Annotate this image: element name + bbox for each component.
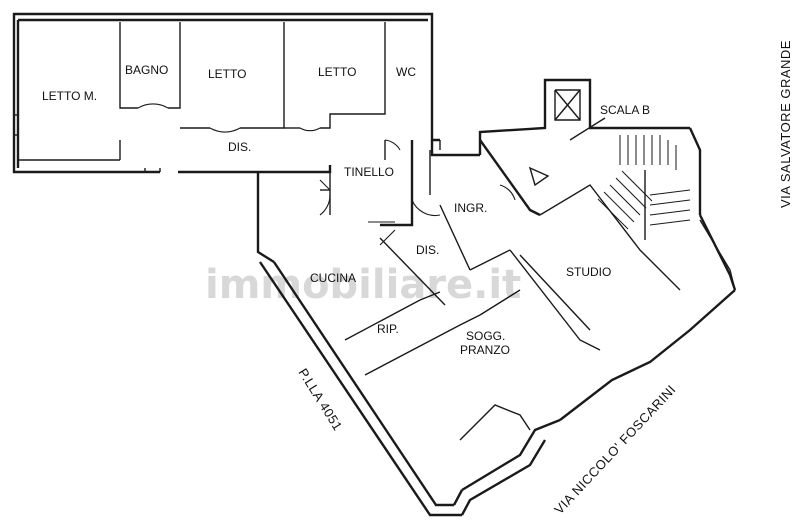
middle-walls bbox=[256, 140, 441, 264]
upper-wing-walls bbox=[12, 12, 440, 174]
room-label-sogg: SOGG. bbox=[466, 329, 505, 343]
room-label-letto-2: LETTO bbox=[318, 65, 356, 79]
room-labels: LETTO M. BAGNO LETTO LETTO WC DIS. TINEL… bbox=[42, 63, 650, 357]
parcel-label: P.LLA 4051 bbox=[295, 366, 345, 434]
room-label-ingr: INGR. bbox=[454, 201, 487, 215]
room-label-rip: RIP. bbox=[377, 322, 399, 336]
door-swings bbox=[137, 103, 516, 246]
watermark-text: immobiliare.it bbox=[205, 262, 521, 308]
street-label-right: VIA SALVATORE GRANDE bbox=[778, 40, 793, 208]
room-label-cucina: CUCINA bbox=[310, 271, 356, 285]
room-label-bagno: BAGNO bbox=[125, 63, 168, 77]
lower-wing-walls bbox=[259, 78, 737, 517]
room-label-pranzo: PRANZO bbox=[460, 343, 510, 357]
street-label-bottom: VIA NICCOLO' FOSCARINI bbox=[551, 382, 679, 517]
room-label-wc: WC bbox=[396, 65, 416, 79]
room-label-studio: STUDIO bbox=[566, 265, 611, 279]
room-label-letto-1: LETTO bbox=[208, 67, 246, 81]
room-label-dis-2: DIS. bbox=[416, 243, 439, 257]
room-label-dis-1: DIS. bbox=[228, 140, 251, 154]
room-label-scala: SCALA B bbox=[600, 103, 650, 117]
room-label-letto-m: LETTO M. bbox=[42, 89, 97, 103]
room-label-tinello: TINELLO bbox=[344, 165, 394, 179]
